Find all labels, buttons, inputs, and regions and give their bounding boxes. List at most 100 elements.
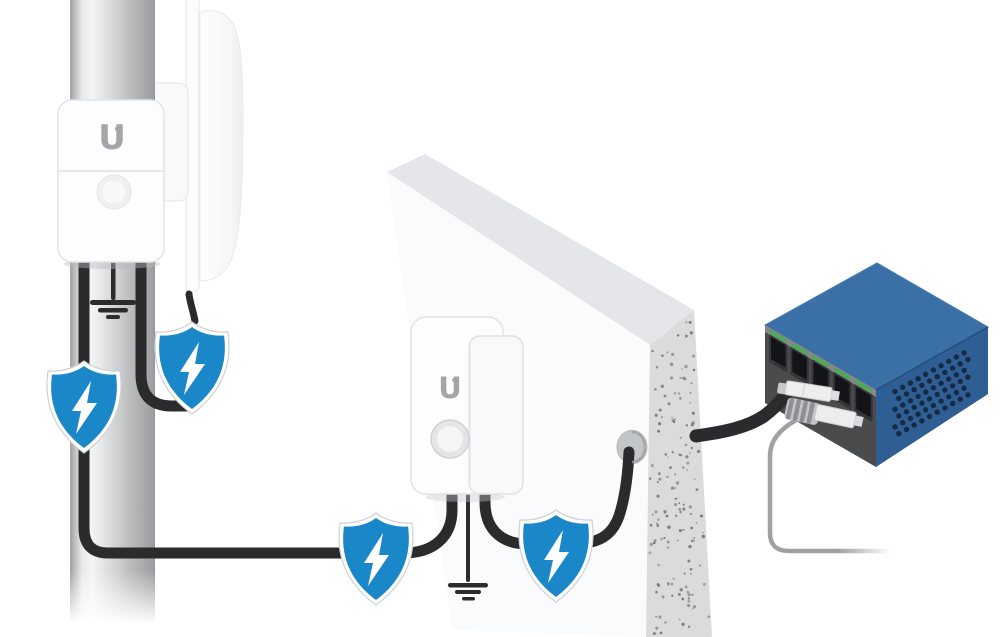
speckle-dot [661, 354, 664, 357]
vent-hole [961, 350, 967, 356]
speckle-dot [673, 503, 678, 507]
speckle-dot [693, 478, 696, 481]
speckle-dot [677, 592, 681, 596]
speckle-dot [684, 443, 688, 447]
vent-hole [946, 376, 952, 382]
speckle-dot [685, 321, 688, 324]
speckle-dot [707, 615, 710, 618]
shield-lightning-icon [338, 512, 414, 606]
speckle-dot [688, 320, 692, 324]
cable-grommet-inner [437, 426, 463, 452]
vent-hole [934, 374, 940, 380]
speckle-dot [660, 537, 663, 541]
speckle-dot [654, 387, 657, 391]
speckle-dot [666, 546, 670, 549]
antenna-panel [199, 10, 244, 282]
speckle-dot [669, 362, 674, 367]
speckle-dot [685, 334, 688, 338]
vent-hole [961, 367, 967, 374]
speckle-dot [657, 429, 660, 433]
speckle-dot [695, 488, 699, 492]
speckle-dot [656, 583, 661, 588]
speckle-dot [679, 436, 682, 439]
speckle-dot [657, 472, 661, 476]
vent-hole [934, 409, 940, 415]
speckle-dot [649, 542, 653, 547]
speckle-dot [651, 513, 654, 516]
speckle-dot [685, 455, 689, 459]
antenna-feed-cable [185, 290, 199, 325]
speckle-dot [667, 582, 670, 585]
speckle-dot [660, 384, 664, 388]
speckle-dot [655, 590, 658, 594]
speckle-dot [671, 451, 674, 454]
vent-hole [915, 411, 921, 417]
vent-hole [900, 402, 906, 408]
vent-hole [919, 400, 925, 406]
vent-hole [965, 356, 971, 363]
vent-hole [953, 354, 960, 360]
logo-dot-icon [452, 377, 457, 383]
speckle-dot [670, 486, 675, 490]
vent-hole [953, 389, 960, 396]
speckle-dot [664, 453, 668, 456]
vent-hole [949, 400, 956, 407]
speckle-dot [686, 461, 690, 465]
pole-fadeout [64, 570, 159, 637]
speckle-dot [655, 626, 659, 630]
speckle-dot [652, 541, 656, 545]
speckle-dot [678, 508, 681, 511]
speckle-dot [682, 528, 685, 531]
speckle-dot [655, 365, 659, 369]
speckle-dot [689, 572, 692, 575]
speckle-dot [674, 514, 678, 518]
speckle-dot [686, 469, 689, 471]
speckle-dot [658, 422, 662, 426]
speckle-dot [650, 464, 654, 468]
speckle-dot [682, 376, 686, 380]
vent-hole [938, 380, 944, 387]
speckle-dot [654, 413, 658, 417]
speckle-dot [689, 512, 693, 516]
speckle-dot [687, 559, 691, 563]
speckle-dot [696, 449, 701, 453]
vent-hole [953, 372, 960, 378]
speckle-dot [671, 352, 675, 356]
speckle-dot [675, 497, 678, 500]
wall-device-to-hole-cable [479, 446, 635, 550]
speckle-dot [701, 534, 705, 539]
vent-hole [907, 415, 914, 422]
speckle-dot [651, 349, 654, 353]
ground-symbol-wall [448, 494, 488, 601]
speckle-dot [672, 420, 676, 423]
speckle-dot [688, 625, 691, 628]
vent-hole [923, 371, 929, 377]
speckle-dot [667, 525, 671, 529]
ubiquiti-logo: U [438, 371, 462, 405]
speckle-dot [665, 514, 669, 518]
speckle-dot [693, 537, 696, 539]
speckle-dot [687, 604, 691, 608]
switch-vents [892, 350, 971, 437]
speckle-dot [689, 452, 691, 455]
speckle-dot [676, 539, 679, 542]
device-sliding-cover [468, 335, 524, 495]
speckle-dot [654, 632, 657, 635]
speckle-dot [681, 597, 685, 601]
speckle-dot [680, 368, 683, 370]
vent-hole [957, 378, 963, 385]
speckle-dot [682, 507, 686, 511]
speckle-dot [663, 537, 666, 540]
speckle-dot [664, 621, 667, 624]
vent-hole [930, 367, 937, 373]
vent-hole [926, 396, 933, 402]
speckle-dot [684, 364, 688, 369]
vent-hole [923, 389, 929, 395]
wall-top-face [387, 154, 694, 345]
speckle-dot [656, 481, 659, 484]
vent-hole [900, 420, 906, 426]
speckle-dot [679, 376, 682, 380]
vent-hole [949, 383, 956, 389]
vent-hole [926, 413, 933, 420]
